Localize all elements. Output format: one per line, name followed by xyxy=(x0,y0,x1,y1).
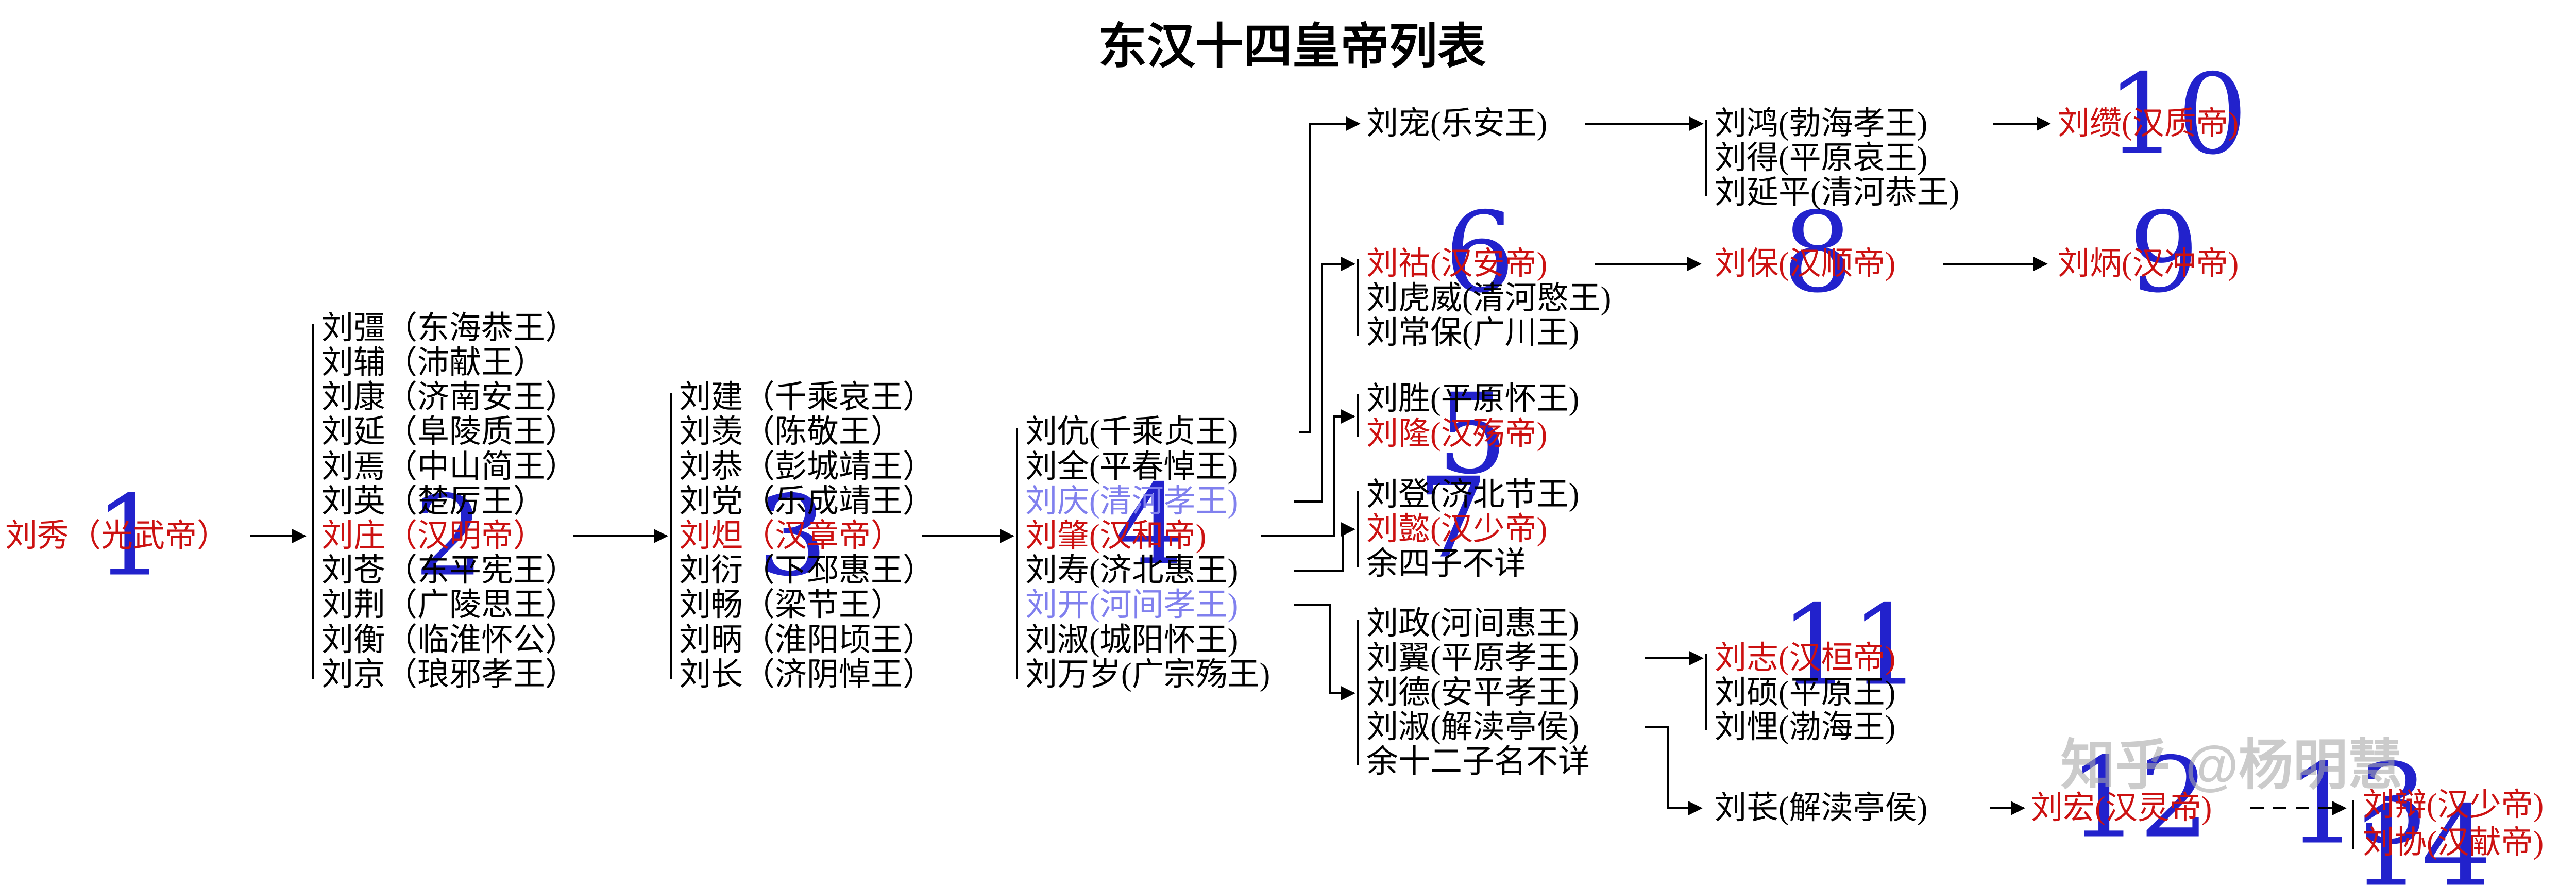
emperor-order-number: 7 xyxy=(1417,453,1488,583)
person-node: 刘衍（下邳惠王） xyxy=(679,553,935,588)
person-node: 刘肇(汉和帝) xyxy=(1025,519,1207,554)
person-node: 刘衡（临淮怀公） xyxy=(321,623,578,658)
person-node: 刘畅（梁节王） xyxy=(679,588,903,623)
person-node: 刘辅（沛献王） xyxy=(321,345,546,380)
person-node: 刘秀（光武帝） xyxy=(5,519,229,554)
person-node: 刘缵(汉质帝) xyxy=(2058,106,2239,141)
person-node: 刘荆（广陵思王） xyxy=(321,588,578,623)
emperor-order-number: 1 xyxy=(94,471,165,601)
person-node: 刘胜(平原怀王) xyxy=(1366,381,1580,416)
emperor-order-number: 10 xyxy=(2107,49,2248,179)
person-node: 刘炟（汉章帝） xyxy=(679,519,903,554)
person-node: 刘焉（中山简王） xyxy=(321,449,578,485)
connector-line xyxy=(1294,257,1355,503)
person-node: 刘全(平春悼王) xyxy=(1025,449,1239,485)
emperor-order-number: 2 xyxy=(414,471,485,601)
connector-line xyxy=(1294,604,1355,700)
connector-group xyxy=(250,116,2354,849)
person-node: 刘登(济北节王) xyxy=(1366,477,1580,512)
person-node: 刘康（济南安王） xyxy=(321,380,578,415)
connector-line xyxy=(1294,522,1355,572)
diagram-title: 东汉十四皇帝列表 xyxy=(1098,19,1486,73)
emperor-order-number: 4 xyxy=(1114,460,1185,590)
person-node: 刘长（济阴悼王） xyxy=(679,657,935,692)
person-node: 刘彊（东海恭王） xyxy=(321,311,578,346)
emperor-order-number: 5 xyxy=(1437,369,1508,499)
person-node: 余四子不详 xyxy=(1366,546,1527,581)
person-node: 刘昞（淮阳顷王） xyxy=(679,623,935,658)
emperor-order-number: 13 xyxy=(2287,739,2428,869)
emperor-order-number: 14 xyxy=(2351,781,2492,885)
person-node: 刘鸿(勃海孝王) xyxy=(1715,106,1928,141)
person-node: 刘志(汉桓帝) xyxy=(1715,641,1896,676)
person-node: 刘常保(广川王) xyxy=(1366,315,1580,350)
person-node: 刘延（阜陵质王） xyxy=(321,414,578,449)
person-node: 刘协(汉献帝) xyxy=(2363,825,2544,860)
emperor-order-number: 6 xyxy=(1444,188,1515,318)
person-node: 刘保(汉顺帝) xyxy=(1715,246,1896,281)
person-node: 刘庄（汉明帝） xyxy=(321,519,546,554)
person-node: 刘建（千乘哀王） xyxy=(679,380,935,415)
person-node: 刘苌(解渎亭侯) xyxy=(1715,791,1928,826)
person-node: 刘党（乐成靖王） xyxy=(679,484,935,519)
person-node: 刘恭（彭城靖王） xyxy=(679,449,935,485)
person-node: 刘开(河间孝王) xyxy=(1025,588,1239,623)
person-node: 刘祜(汉安帝) xyxy=(1366,246,1548,281)
person-node: 刘羡（陈敬王） xyxy=(679,414,903,449)
person-node: 刘得(平原哀王) xyxy=(1715,141,1928,176)
emperor-order-number: 8 xyxy=(1782,188,1853,318)
person-node: 余十二子名不详 xyxy=(1366,744,1590,779)
person-node: 刘虎威(清河愍王) xyxy=(1366,281,1612,316)
person-node: 刘苍（东平宪王） xyxy=(321,553,578,588)
person-node: 刘寿(济北惠王) xyxy=(1025,553,1239,588)
connector-line xyxy=(1261,409,1355,537)
person-node: 刘懿(汉少帝) xyxy=(1366,512,1548,547)
connector-line xyxy=(1299,116,1361,433)
person-node: 刘京（琅邪孝王） xyxy=(321,657,578,692)
person-node: 刘延平(清河恭王) xyxy=(1715,175,1960,210)
person-node: 刘万岁(广宗殇王) xyxy=(1025,657,1270,692)
person-node: 刘宏(汉灵帝) xyxy=(2031,791,2212,826)
person-node: 刘德(安平孝王) xyxy=(1366,675,1580,710)
person-node: 刘辩(汉少帝) xyxy=(2363,788,2544,823)
person-node: 刘政(河间惠王) xyxy=(1366,606,1580,641)
person-node: 刘宠(乐安王) xyxy=(1366,106,1548,141)
person-node: 刘悝(渤海王) xyxy=(1715,710,1896,745)
person-node: 刘硕(平原王) xyxy=(1715,675,1896,710)
emperor-order-number: 11 xyxy=(1780,580,1921,710)
person-node: 刘庆(清河孝王) xyxy=(1025,484,1239,519)
emperor-order-number: 12 xyxy=(2069,733,2210,863)
person-node: 刘淑(城阳怀王) xyxy=(1025,623,1239,658)
person-node: 刘隆(汉殇帝) xyxy=(1366,416,1548,452)
connector-line xyxy=(1645,726,1703,815)
person-node: 刘炳(汉冲帝) xyxy=(2058,246,2239,281)
person-node: 刘翼(平原孝王) xyxy=(1366,641,1580,676)
emperor-order-number: 3 xyxy=(757,471,828,601)
person-node: 刘淑(解渎亭侯) xyxy=(1366,710,1580,745)
watermark: 知乎 @杨明慧 xyxy=(2061,735,2402,796)
person-node: 刘英（楚厉王） xyxy=(321,484,546,519)
emperor-order-number: 9 xyxy=(2128,188,2199,318)
person-node: 刘伉(千乘贞王) xyxy=(1025,414,1239,449)
